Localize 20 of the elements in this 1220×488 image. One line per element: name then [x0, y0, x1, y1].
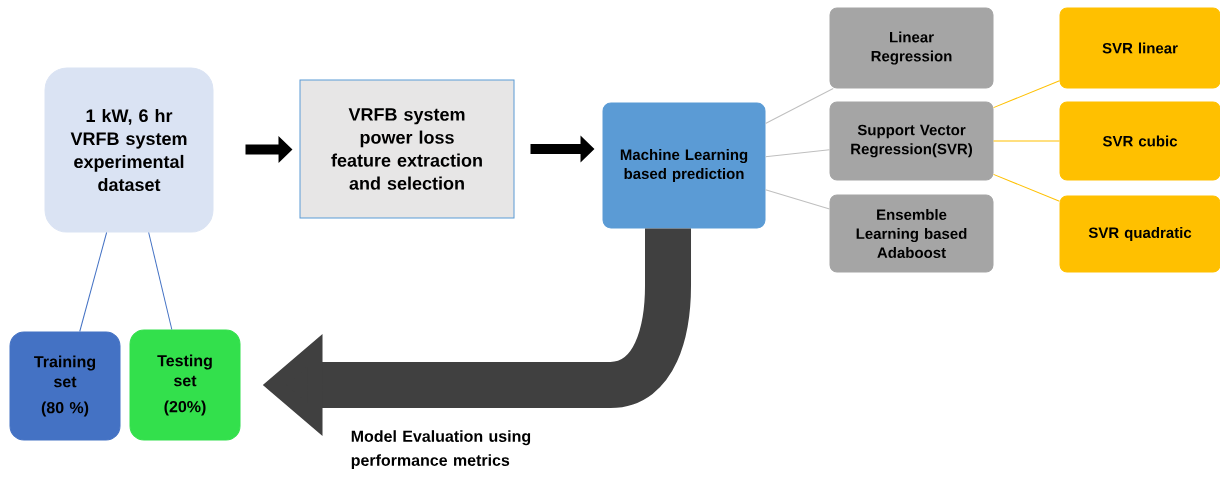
- kernel-box: SVR cubic: [1059, 101, 1220, 181]
- connector-line: [765, 149, 830, 158]
- edge-label: Model Evaluation using performance metrics: [351, 430, 531, 470]
- connector-line: [148, 232, 173, 330]
- method-box: Support Vector Regression(SVR): [829, 101, 994, 181]
- connector-line: [765, 88, 834, 124]
- process-box: VRFB system power loss feature extraction and selection: [299, 79, 515, 219]
- split-box: Training set (80 %): [9, 331, 121, 441]
- kernel-box: SVR quadratic: [1059, 195, 1220, 273]
- dataset-box: 1 kW, 6 hr VRFB system experimental dataset: [44, 67, 214, 233]
- process-box: Machine Learning based prediction: [602, 102, 766, 229]
- kernel-box: SVR linear: [1059, 7, 1220, 89]
- split-box: Testing set (20%): [129, 329, 241, 441]
- method-box: Ensemble Learning based Adaboost: [829, 194, 994, 273]
- connector-line: [993, 80, 1060, 109]
- method-box: Linear Regression: [829, 7, 994, 89]
- connector-line: [79, 232, 108, 332]
- connector-line: [993, 140, 1060, 142]
- connector-line: [993, 173, 1060, 202]
- connector-line: [765, 189, 830, 210]
